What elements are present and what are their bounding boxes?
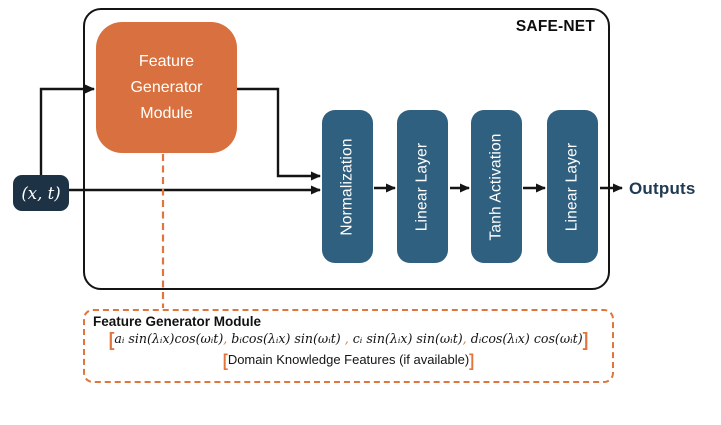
pipeline-box-tanh-activation-label: Tanh Activation: [487, 132, 505, 241]
outputs-label: Outputs: [629, 179, 696, 198]
domain-knowledge-line: [Domain Knowledge Features (if available…: [93, 351, 604, 372]
feature-generator-detail-panel: Feature Generator Module [aᵢ sin(λᵢx)cos…: [83, 309, 614, 383]
pipeline-box-linear-layer-2-label: Linear Layer: [563, 142, 581, 231]
detail-panel-title: Feature Generator Module: [93, 314, 262, 329]
formula-separator: ,: [462, 331, 471, 346]
pipeline-box-linear-layer-1-label: Linear Layer: [413, 142, 431, 231]
formula-close-bracket: ]: [582, 328, 589, 351]
feature-generator-module-box: Feature Generator Module: [96, 22, 237, 153]
pipeline-box-normalization-label: Normalization: [338, 137, 356, 236]
feature-generator-label-line2: Generator: [130, 78, 203, 96]
feature-formula: [aᵢ sin(λᵢx)cos(ωᵢt), bᵢcos(λᵢx) sin(ωᵢt…: [93, 328, 604, 351]
formula-term-c: cᵢ sin(λᵢx) sin(ωᵢt): [352, 331, 463, 346]
formula-open-bracket: [: [108, 328, 115, 351]
pipeline-box-tanh-activation: Tanh Activation: [471, 110, 522, 263]
feature-generator-label-line3: Module: [140, 104, 193, 122]
domain-knowledge-text: Domain Knowledge Features (if available): [227, 352, 470, 367]
input-node-label: (x, t): [21, 183, 61, 203]
pipeline-box-linear-layer-1: Linear Layer: [397, 110, 448, 263]
formula-term-b: bᵢcos(λᵢx) sin(ωᵢt): [231, 331, 341, 346]
pipeline-box-linear-layer-2: Linear Layer: [547, 110, 598, 263]
domain-open-bracket: [: [222, 351, 228, 372]
formula-separator: ,: [223, 331, 232, 346]
feature-generator-label-line1: Feature: [138, 52, 195, 70]
domain-close-bracket: ]: [469, 351, 475, 372]
formula-term-d: dᵢcos(λᵢx) cos(ωᵢt): [470, 331, 583, 346]
pipeline-box-normalization: Normalization: [322, 110, 373, 263]
formula-term-a: aᵢ sin(λᵢx)cos(ωᵢt): [114, 331, 224, 346]
formula-separator: ,: [340, 331, 353, 346]
safe-net-title: SAFE-NET: [515, 18, 595, 35]
input-node: (x, t): [13, 175, 69, 211]
